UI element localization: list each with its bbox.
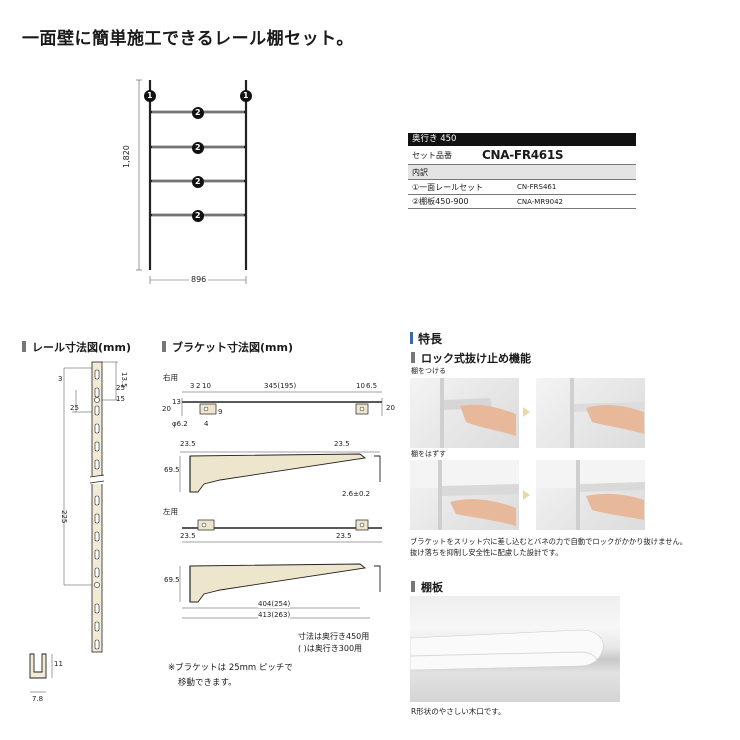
rail-dim-7-8: 7.8 <box>32 695 44 703</box>
marker-shelf-2 <box>192 142 204 154</box>
bracket-dim-phi: φ6.2 <box>172 420 188 428</box>
bracket-dim-4: 4 <box>204 420 209 428</box>
set-code-label: セット品番 <box>412 150 452 160</box>
bracket-dim-20a: 20 <box>162 405 171 413</box>
width-dim-label: 896 <box>189 275 209 284</box>
note-line-2: ( )は奥行き300用 <box>298 644 363 653</box>
rail-section-heading: レール寸法図(mm) <box>22 339 131 355</box>
rail-profile <box>29 653 47 679</box>
bracket-dim-345: 345(195) <box>264 382 297 390</box>
item-name: ②棚板450-900 <box>412 197 469 206</box>
rail-slots <box>94 369 100 650</box>
left-bracket-404: 404(254) <box>258 600 291 608</box>
shelf-lines <box>150 110 246 217</box>
bracket-drawings-svg <box>179 391 383 619</box>
remove-photo-before <box>410 460 519 530</box>
marker-rail-left <box>144 90 156 102</box>
height-dim-label: 1,820 <box>122 145 131 168</box>
marker-label-shelf-1: 2 <box>195 108 201 117</box>
bracket-side-23-5a: 23.5 <box>180 440 196 448</box>
feature-desc-line-1: ブラケットをスリット穴に差し込むとバネの力で自動でロックがかかり抜けません。 <box>410 537 688 546</box>
rail-body <box>91 361 103 653</box>
item-code: CN-FRS461 <box>517 183 557 191</box>
arrow-icon <box>523 490 530 500</box>
bracket-dim-6-5: 6.5 <box>366 382 378 390</box>
features-subheading: ロック式抜け止め機能 <box>411 350 531 366</box>
remove-label: 棚をはずす <box>411 450 446 458</box>
arrow-icon <box>523 407 530 417</box>
rail-dim-15: 15 <box>116 395 125 403</box>
item-row: ①一面レールセット CN-FRS461 <box>408 180 636 195</box>
note-line-1: 寸法は奥行き450用 <box>298 632 370 641</box>
set-code-value: CNA-FR461S <box>482 148 564 162</box>
rail-dim-225: 225 <box>60 510 68 524</box>
attach-photo-before <box>410 378 519 448</box>
item-row: ②棚板450-900 CNA-MR9042 <box>408 195 636 209</box>
rail-dim-25b: 25 <box>70 404 79 412</box>
rail-drawing-svg <box>29 361 118 693</box>
bracket-dim-13: 13 <box>172 398 181 406</box>
pitch-line-2: 移動できます。 <box>178 678 237 688</box>
product-table-header: 奥行き 450 <box>408 133 636 146</box>
marker-label-shelf-2: 2 <box>195 143 201 152</box>
left-bracket-23-5a: 23.5 <box>180 532 196 540</box>
left-bracket-label: 左用 <box>163 507 178 516</box>
shelf-photo <box>409 596 620 702</box>
feature-desc-line-2: 抜け落ちを抑制し安全性に配慮した設計です。 <box>410 548 563 557</box>
features-heading-text: 特長 <box>418 332 443 346</box>
left-bracket-23-5b: 23.5 <box>336 532 352 540</box>
remove-photo-after <box>536 460 645 530</box>
overview-diagram: 1 1 2 2 2 2 <box>130 74 260 294</box>
left-bracket-413: 413(263) <box>258 611 291 619</box>
rail-dim-25a: 25 <box>116 384 125 392</box>
bracket-side-2-6: 2.6±0.2 <box>342 490 371 498</box>
marker-shelf-4 <box>192 210 204 222</box>
item-name: ①一面レールセット <box>412 182 484 192</box>
rail-drawing: 3 13.5 25 15 25 225 11 7.8 <box>20 360 130 710</box>
rail-dim-11: 11 <box>54 660 63 668</box>
bracket-dim-10a: 10 <box>202 382 211 390</box>
left-bracket-69-5: 69.5 <box>164 576 180 584</box>
bracket-dim-20b: 20 <box>386 404 395 412</box>
shelf-heading-text: 棚板 <box>421 581 443 594</box>
marker-rail-right <box>240 90 252 102</box>
bracket-dim-9: 9 <box>218 408 223 416</box>
pitch-line-1: ※ブラケットは 25mm ピッチで <box>168 663 293 673</box>
marker-label-shelf-4: 2 <box>195 211 201 220</box>
rail-dim-3: 3 <box>58 375 63 383</box>
bracket-section-heading-text: ブラケット寸法図(mm) <box>172 341 293 354</box>
bracket-dim-3: 3 <box>190 382 195 390</box>
bracket-drawings: 3 2 10 345(195) 10 6.5 20 13 9 20 4 φ6.2… <box>160 380 400 630</box>
bracket-dim-10b: 10 <box>356 382 365 390</box>
bracket-section-heading: ブラケット寸法図(mm) <box>162 339 293 355</box>
bracket-dim-2: 2 <box>196 382 201 390</box>
marker-label-rail-left: 1 <box>147 91 153 100</box>
feature-description: ブラケットをスリット穴に差し込むとバネの力で自動でロックがかかり抜けません。 抜… <box>410 536 687 558</box>
rail-section-heading-text: レール寸法図(mm) <box>32 341 131 354</box>
attach-label: 棚をつける <box>411 367 446 375</box>
product-table: 奥行き 450 セット品番 CNA-FR461S 内訳 ①一面レールセット CN… <box>408 133 636 209</box>
marker-shelf-1 <box>192 107 204 119</box>
bracket-side-69-5: 69.5 <box>164 466 180 474</box>
marker-label-rail-right: 1 <box>243 91 249 100</box>
features-heading: 特長 <box>410 330 442 347</box>
marker-label-shelf-3: 2 <box>195 177 201 186</box>
shelf-caption: R形状のやさしい木口です。 <box>411 707 506 716</box>
contents-label: 内訳 <box>412 167 428 177</box>
contents-row: 内訳 <box>408 165 636 180</box>
right-bracket-label: 右用 <box>163 373 178 382</box>
set-code-row: セット品番 CNA-FR461S <box>408 146 636 165</box>
page-title: 一面壁に簡単施工できるレール棚セット。 <box>22 29 354 49</box>
features-subheading-text: ロック式抜け止め機能 <box>421 352 531 365</box>
attach-photo-after <box>536 378 645 448</box>
item-code: CNA-MR9042 <box>517 197 564 206</box>
marker-shelf-3 <box>192 176 204 188</box>
bracket-side-23-5b: 23.5 <box>334 440 350 448</box>
shelf-heading: 棚板 <box>411 579 443 595</box>
